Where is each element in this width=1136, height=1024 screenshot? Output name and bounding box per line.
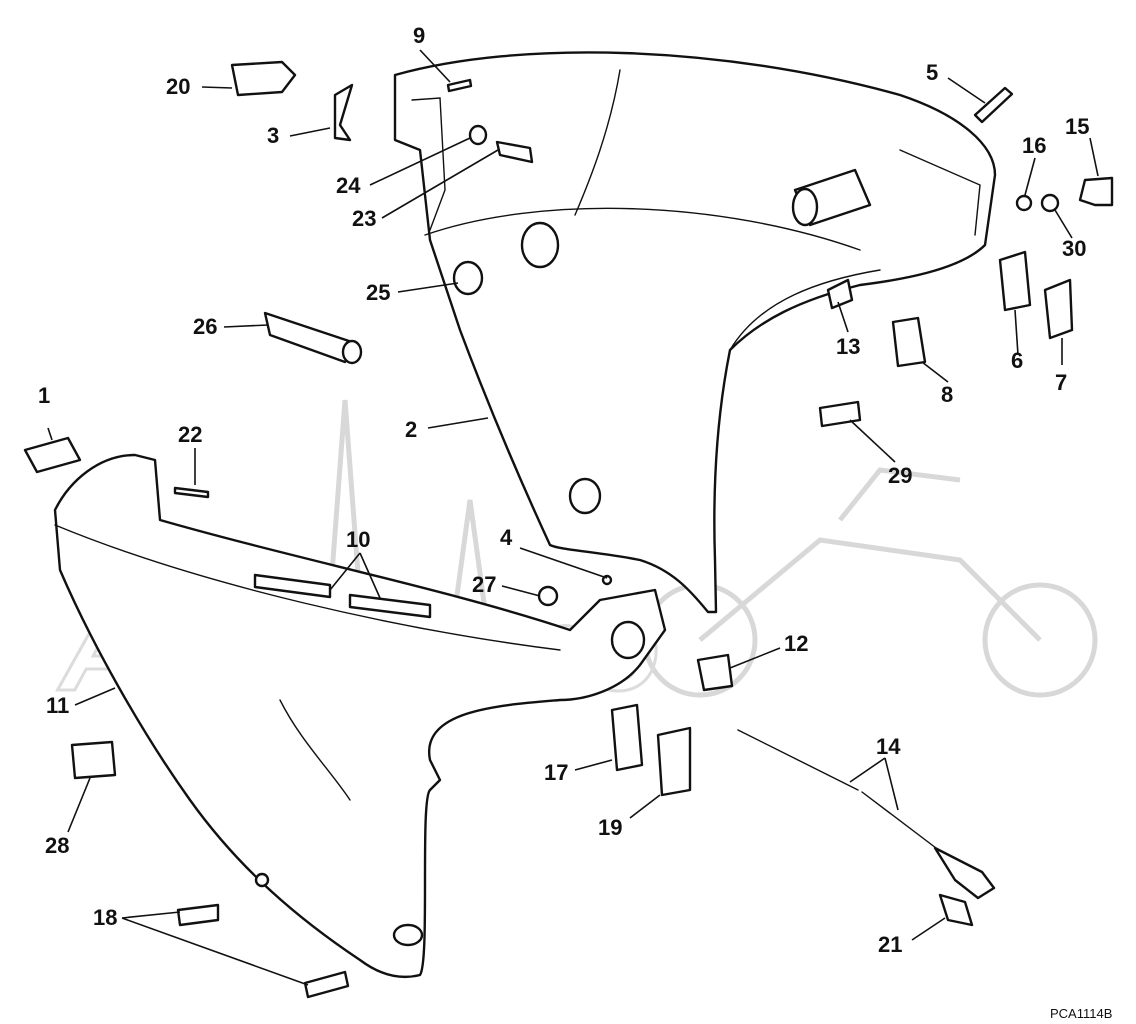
callout-18: 18 xyxy=(93,905,117,930)
callout-7: 7 xyxy=(1055,370,1067,395)
callout-21: 21 xyxy=(878,932,902,957)
callout-25: 25 xyxy=(366,280,390,305)
knob-part-12 xyxy=(696,653,734,692)
pad-part-8 xyxy=(891,316,927,368)
callout-15: 15 xyxy=(1065,114,1089,139)
spring-clip-part-3 xyxy=(333,83,354,142)
callout-28: 28 xyxy=(45,833,69,858)
plate-part-17 xyxy=(610,703,644,772)
drawing-code: PCA1114B xyxy=(1050,1006,1112,1021)
callout-2: 2 xyxy=(405,417,417,442)
screw-part-18b xyxy=(303,970,350,999)
callout-29: 29 xyxy=(888,463,912,488)
grommet-part-29 xyxy=(818,400,862,428)
callout-27: 27 xyxy=(472,572,496,597)
cap-part-7 xyxy=(1043,278,1074,340)
cap-part-19 xyxy=(656,726,692,797)
callout-11: 11 xyxy=(46,693,69,718)
callout-24: 24 xyxy=(336,173,361,198)
grommet-part-28 xyxy=(70,740,117,780)
callout-17: 17 xyxy=(544,760,568,785)
stud-part-13 xyxy=(826,278,854,310)
washer-part-30 xyxy=(1040,193,1060,213)
callout-22: 22 xyxy=(178,422,202,447)
callout-labels: 1 2 3 4 5 6 7 8 9 10 11 12 13 14 15 16 1… xyxy=(38,23,1112,1021)
leader-lines xyxy=(47,49,1099,986)
screw-part-9 xyxy=(446,78,473,93)
callout-9: 9 xyxy=(413,23,425,48)
callout-30: 30 xyxy=(1062,236,1086,261)
callout-10: 10 xyxy=(346,527,370,552)
callout-23: 23 xyxy=(352,206,376,231)
callout-3: 3 xyxy=(267,123,279,148)
clip-part-1 xyxy=(23,436,82,474)
callout-16: 16 xyxy=(1022,133,1046,158)
callout-8: 8 xyxy=(941,382,953,407)
washer-part-16 xyxy=(1015,194,1033,212)
washer-part-24 xyxy=(468,124,488,146)
latch-part-20 xyxy=(230,60,297,97)
bolt-part-23 xyxy=(495,140,534,164)
callout-13: 13 xyxy=(836,334,860,359)
lower-cowl-part-11 xyxy=(53,453,667,979)
cable-end-part-14 xyxy=(933,846,996,900)
bracket-part-15 xyxy=(1078,176,1114,207)
small-parts xyxy=(23,60,1114,999)
tube-part-26 xyxy=(263,311,357,364)
pad-part-6 xyxy=(998,250,1032,312)
button-part-21 xyxy=(938,893,974,927)
callout-5: 5 xyxy=(926,60,938,85)
callout-12: 12 xyxy=(784,631,808,656)
callout-26: 26 xyxy=(193,314,217,339)
callout-1: 1 xyxy=(38,383,50,408)
screw-part-18a xyxy=(176,903,220,927)
screw-part-5 xyxy=(973,86,1014,124)
nut-part-27 xyxy=(537,585,559,607)
callout-14: 14 xyxy=(876,734,901,759)
cable-part-14 xyxy=(737,729,937,849)
upper-cowl-part-2 xyxy=(393,51,997,614)
callout-20: 20 xyxy=(166,74,190,99)
callout-4: 4 xyxy=(500,525,513,550)
callout-6: 6 xyxy=(1011,348,1023,373)
callout-19: 19 xyxy=(598,815,622,840)
screw-part-22 xyxy=(173,486,210,499)
clip-part-18c xyxy=(254,872,270,888)
